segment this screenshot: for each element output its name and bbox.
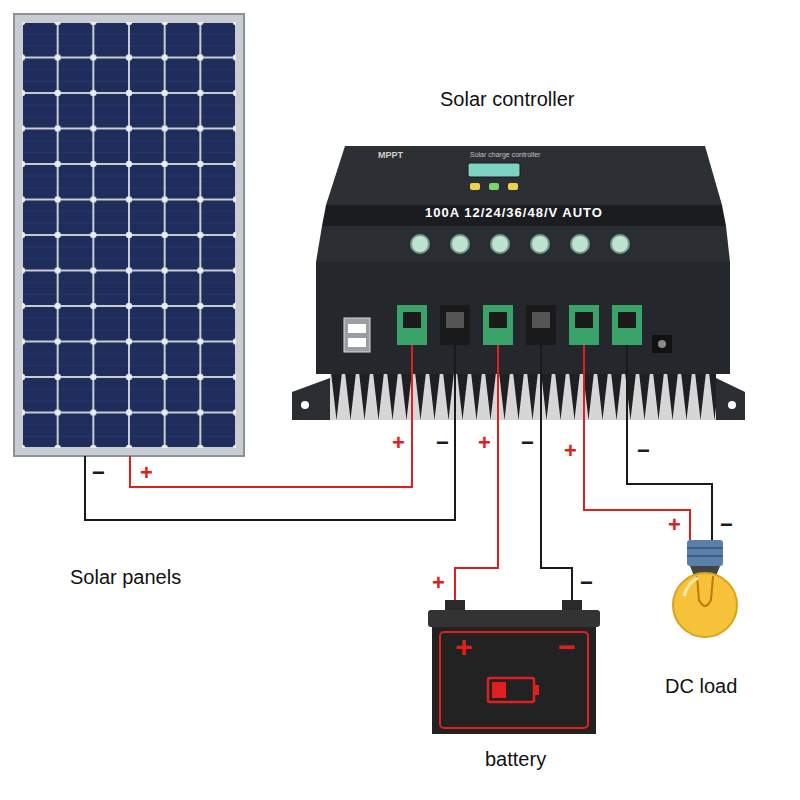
mount-flange bbox=[716, 378, 745, 420]
rating-text: 100A 12/24/36/48/V AUTO bbox=[425, 206, 603, 221]
bulb-art bbox=[673, 540, 737, 637]
polarity-label: + bbox=[392, 432, 405, 454]
mount-flange bbox=[292, 378, 330, 420]
polarity-label: − bbox=[436, 432, 449, 454]
polarity-label: + bbox=[668, 514, 681, 536]
connector-wire bbox=[627, 425, 712, 540]
controller-face-upper bbox=[316, 226, 730, 262]
polarity-label: − bbox=[720, 514, 733, 536]
positive-mark: + bbox=[455, 630, 473, 665]
polarity-label: − bbox=[580, 572, 593, 594]
lcd-display bbox=[468, 163, 520, 177]
wire-stubs bbox=[412, 345, 627, 425]
dc-load: DC load bbox=[665, 540, 745, 652]
battery-body bbox=[432, 627, 596, 734]
connector-wire bbox=[584, 425, 690, 540]
model-text: Solar charge controller bbox=[470, 151, 540, 159]
polarity-label: − bbox=[637, 440, 650, 462]
battery-icon bbox=[488, 678, 534, 702]
battery-label: battery bbox=[485, 748, 546, 771]
battery-art bbox=[428, 600, 600, 734]
connector-wire bbox=[85, 425, 455, 520]
polarity-label: + bbox=[432, 572, 445, 594]
controller-top bbox=[326, 146, 722, 205]
panel-frame bbox=[14, 14, 244, 456]
solar-panel: Solar panels bbox=[14, 14, 244, 456]
usb-ports bbox=[344, 318, 370, 352]
polarity-label: + bbox=[564, 440, 577, 462]
connector-wire bbox=[455, 425, 498, 600]
solar-panel-art bbox=[14, 14, 244, 456]
connector-wire bbox=[130, 425, 412, 487]
button bbox=[508, 183, 518, 190]
panel-cells bbox=[22, 22, 236, 448]
heat-sink bbox=[330, 372, 716, 420]
brand-text: MPPT bbox=[378, 150, 403, 160]
dc-jack bbox=[652, 335, 672, 353]
rating-band bbox=[322, 205, 726, 226]
controller-label: Solar controller bbox=[440, 88, 575, 111]
button bbox=[489, 183, 499, 190]
negative-mark: − bbox=[558, 630, 576, 665]
polarity-label: + bbox=[478, 432, 491, 454]
terminals bbox=[397, 305, 642, 345]
bulb-glass bbox=[673, 573, 737, 637]
charge-controller: Solar controllerMPPT Solar charge control… bbox=[290, 88, 730, 425]
button bbox=[470, 183, 480, 190]
polarity-label: − bbox=[92, 462, 105, 484]
polarity-label: − bbox=[521, 432, 534, 454]
indicator-rings bbox=[411, 235, 629, 253]
polarity-label: + bbox=[140, 462, 153, 484]
load-label: DC load bbox=[665, 675, 737, 698]
controller-art bbox=[292, 146, 745, 425]
controller-front bbox=[316, 262, 730, 374]
battery: battery+− bbox=[428, 600, 600, 735]
panel-label: Solar panels bbox=[70, 566, 181, 589]
